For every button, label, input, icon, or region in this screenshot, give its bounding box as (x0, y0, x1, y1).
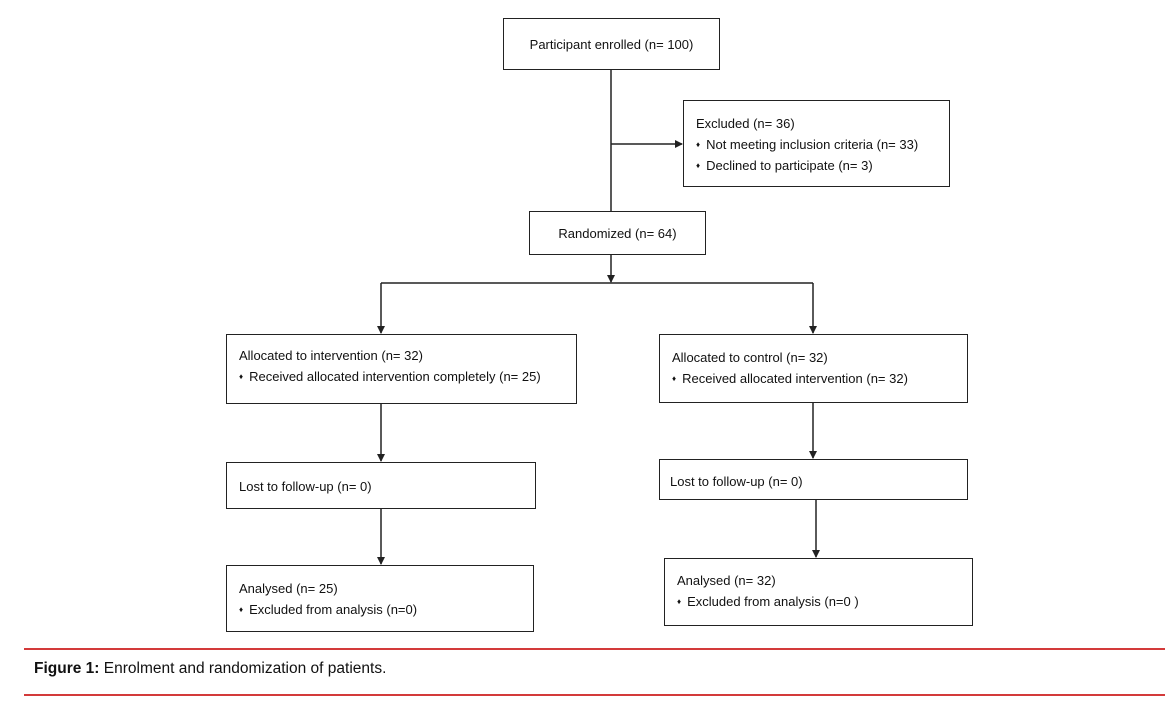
caption-label: Figure 1: (34, 660, 100, 677)
intervention-allocated-box: Allocated to intervention (n= 32) Receiv… (226, 334, 577, 404)
enrolled-label: Participant enrolled (n= 100) (529, 36, 694, 52)
control-lost-box: Lost to follow-up (n= 0) (659, 459, 968, 500)
caption-text: Enrolment and randomization of patients. (99, 660, 387, 677)
excluded-item-declined: Declined to participate (n= 3) (696, 155, 949, 176)
control-lost-label: Lost to follow-up (n= 0) (670, 474, 803, 489)
intervention-analysed-box: Analysed (n= 25) Excluded from analysis … (226, 565, 534, 632)
intervention-allocated-label: Allocated to intervention (n= 32) (239, 348, 423, 363)
control-allocated-box: Allocated to control (n= 32) Received al… (659, 334, 968, 403)
intervention-lost-box: Lost to follow-up (n= 0) (226, 462, 536, 509)
control-excluded-analysis-label: Excluded from analysis (n=0 ) (677, 591, 972, 612)
control-analysed-box: Analysed (n= 32) Excluded from analysis … (664, 558, 973, 626)
intervention-lost-label: Lost to follow-up (n= 0) (239, 479, 372, 494)
randomized-box: Randomized (n= 64) (529, 211, 706, 255)
intervention-received-label: Received allocated intervention complete… (239, 366, 576, 387)
excluded-box: Excluded (n= 36) Not meeting inclusion c… (683, 100, 950, 187)
control-analysed-label: Analysed (n= 32) (677, 573, 776, 588)
excluded-item-criteria: Not meeting inclusion criteria (n= 33) (696, 134, 949, 155)
excluded-title: Excluded (n= 36) (696, 116, 795, 131)
control-allocated-label: Allocated to control (n= 32) (672, 350, 828, 365)
caption-bottom-rule (24, 694, 1165, 696)
caption-top-rule (24, 648, 1165, 650)
figure-caption: Figure 1: Enrolment and randomization of… (34, 660, 386, 678)
enrolled-box: Participant enrolled (n= 100) (503, 18, 720, 70)
randomized-label: Randomized (n= 64) (558, 225, 677, 241)
intervention-excluded-analysis-label: Excluded from analysis (n=0) (239, 599, 533, 620)
control-received-label: Received allocated intervention (n= 32) (672, 368, 967, 389)
intervention-analysed-label: Analysed (n= 25) (239, 581, 338, 596)
